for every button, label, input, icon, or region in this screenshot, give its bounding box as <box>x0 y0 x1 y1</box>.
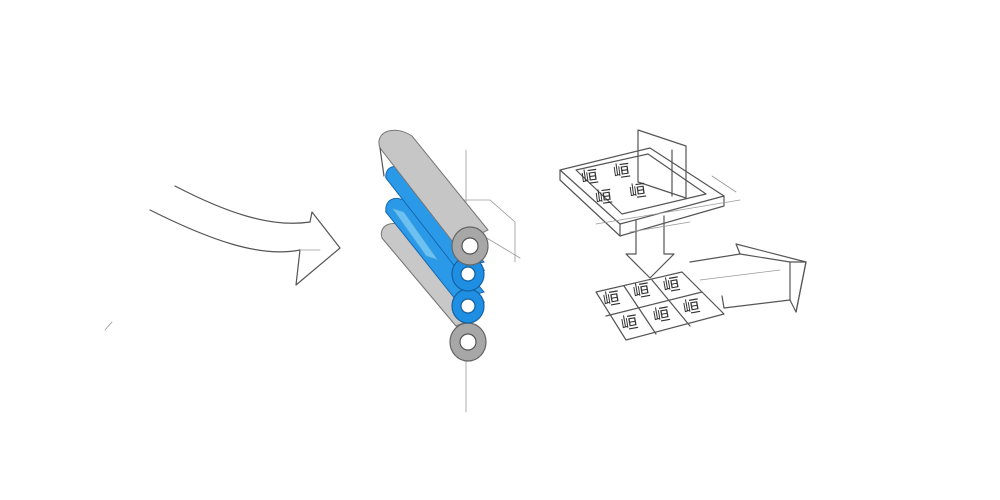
output-glyph: 峘 <box>631 280 651 303</box>
tray-glyph-grid: 峘 峘 峘 峘 <box>580 161 648 209</box>
stamping-tray: 峘 峘 峘 峘 <box>559 129 741 279</box>
roller-bottom <box>380 223 487 362</box>
tray-glyph: 峘 <box>612 161 632 183</box>
output-glyph: 峘 <box>661 274 681 297</box>
roller-stack <box>378 129 521 413</box>
output-glyph-grid: 峘 峘 峘 峘 峘 峘 <box>601 274 701 335</box>
input-arrow <box>104 185 341 331</box>
roller-top <box>378 129 489 266</box>
tray-glyph: 峘 <box>580 167 600 189</box>
output-glyph: 峘 <box>601 288 621 311</box>
tray-glyph: 峘 <box>594 187 614 209</box>
press-down-arrow <box>625 215 691 279</box>
output-sheet: 峘 峘 峘 峘 峘 峘 <box>595 271 725 341</box>
output-glyph: 峘 <box>619 312 639 335</box>
output-arrow <box>689 243 807 313</box>
output-glyph: 峘 <box>651 304 671 327</box>
tray-glyph: 峘 <box>628 181 648 203</box>
output-glyph: 峘 <box>681 296 701 319</box>
